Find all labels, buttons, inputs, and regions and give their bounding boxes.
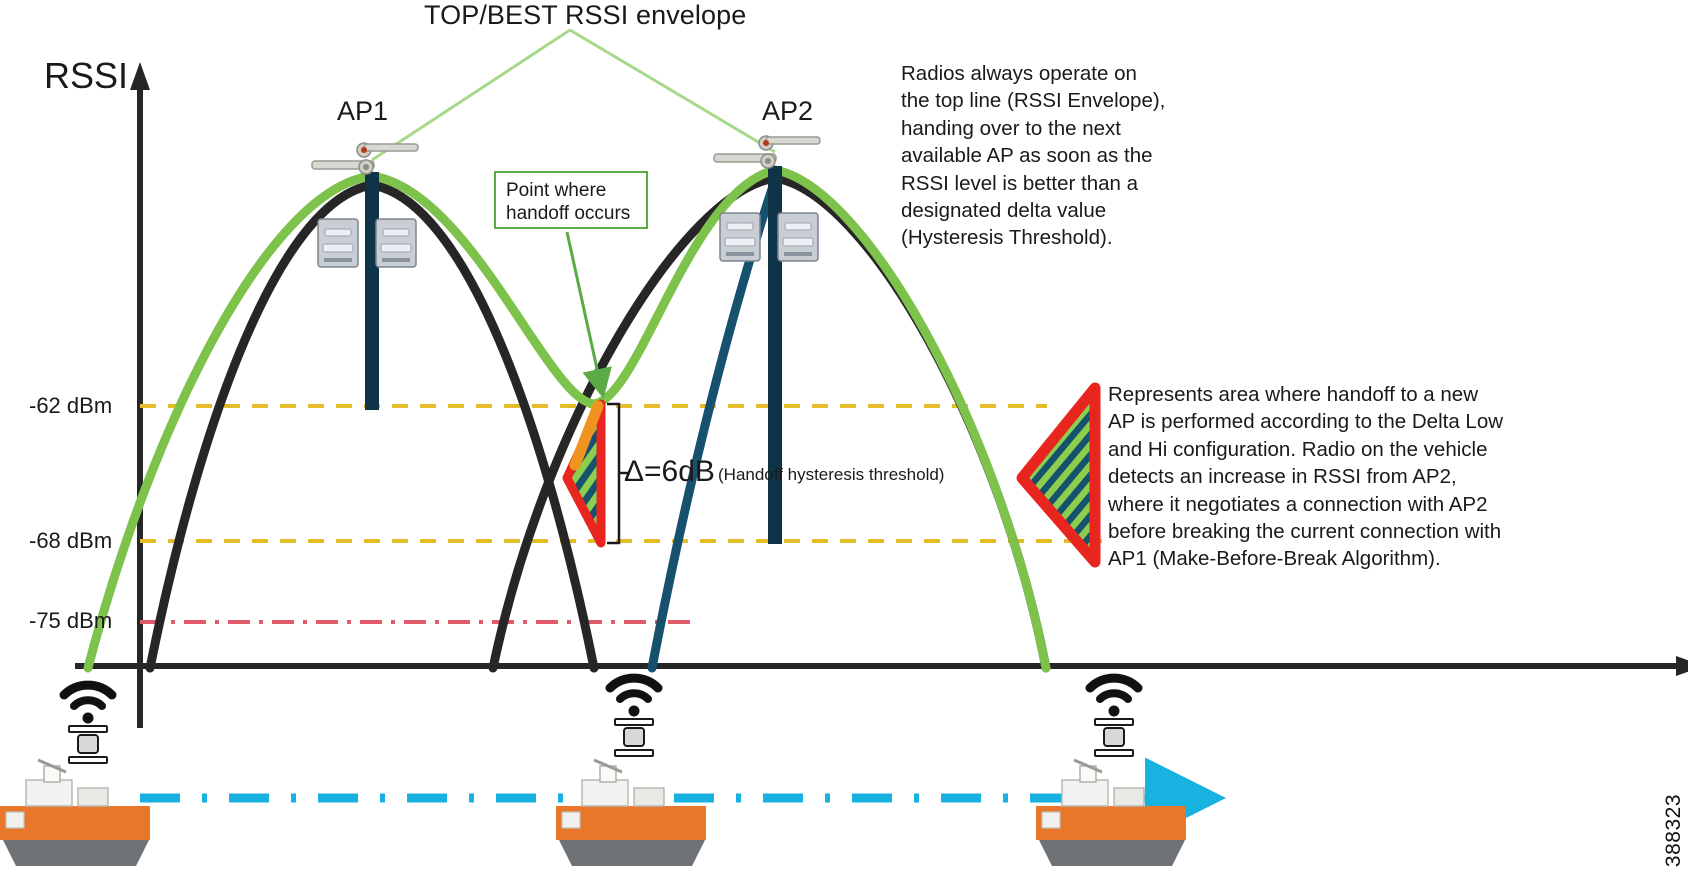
note-radios-operate-top-line: Radios always operate on the top line (R… <box>901 62 1166 250</box>
y-axis-label: RSSI <box>44 55 129 96</box>
ship-icon-2 <box>556 758 706 866</box>
vehicle-2 <box>556 673 706 866</box>
ap2-radio-unit-left <box>719 212 761 262</box>
figure-watermark: 388323 <box>1662 793 1685 867</box>
x-axis-arrow <box>1676 656 1688 676</box>
vehicle-3 <box>1036 673 1186 866</box>
radio-device-icon-3 <box>1094 718 1134 757</box>
radio-device-icon-1 <box>68 725 108 764</box>
handoff-point-callout-box: Point where handoff occurs <box>494 171 648 229</box>
delta-description-label: (Handoff hysteresis threshold) <box>718 465 945 484</box>
ap1-antenna-upper <box>311 142 419 170</box>
wifi-icon-1 <box>59 680 117 724</box>
y-tick-label-75: -75 dBm <box>29 608 113 633</box>
envelope-title: TOP/BEST RSSI envelope <box>424 0 747 30</box>
wifi-icon-2 <box>605 673 663 717</box>
ap1-mast <box>365 172 379 410</box>
ap2-antenna-lower <box>760 153 776 169</box>
ap1-antenna-lower <box>358 159 374 175</box>
note-handoff-area-description: Represents area where handoff to a new A… <box>1108 383 1504 571</box>
ap2-radio-unit-right <box>777 212 819 262</box>
ship-icon-3 <box>1036 758 1186 866</box>
envelope-leader-lines <box>371 28 776 162</box>
handoff-point-callout-text: Point where handoff occurs <box>506 180 631 224</box>
y-tick-label-62: -62 dBm <box>29 393 113 418</box>
delta-bracket <box>607 402 630 545</box>
ap1-radio-unit-right <box>375 218 417 268</box>
y-axis-arrow <box>130 62 150 90</box>
vehicle-1 <box>0 680 150 866</box>
ship-icon-1 <box>0 758 150 866</box>
ap1-label: AP1 <box>337 96 389 126</box>
wifi-icon-3 <box>1085 673 1143 717</box>
handoff-callout-arrow <box>565 231 612 399</box>
y-tick-label-68: -68 dBm <box>29 528 113 553</box>
radio-device-icon-2 <box>614 718 654 757</box>
handoff-hysteresis-wedge <box>562 399 606 548</box>
ap1-radio-unit-left <box>317 218 359 268</box>
delta-value-label: Δ=6dB <box>624 455 715 488</box>
ap2-label: AP2 <box>762 96 814 126</box>
handoff-area-legend-wedge <box>1016 382 1101 568</box>
